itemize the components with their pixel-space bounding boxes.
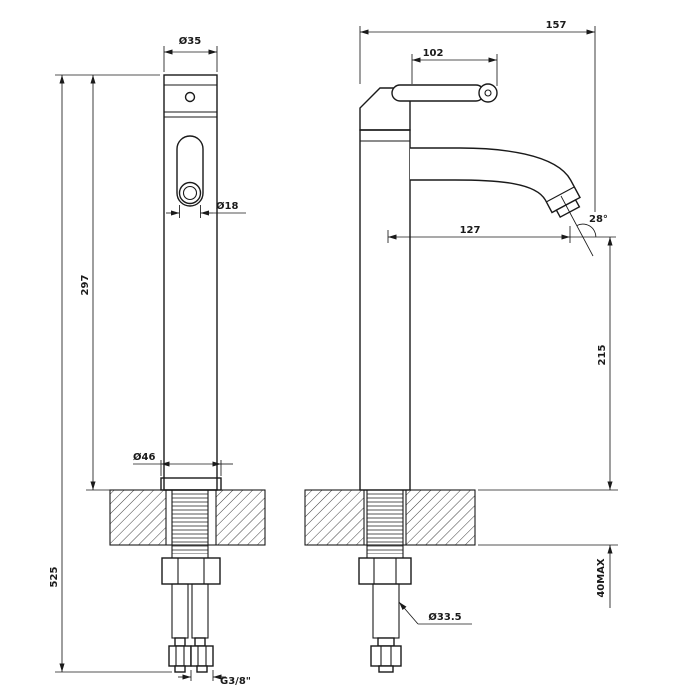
- lever-set-screw: [484, 89, 492, 97]
- dim-label-total-depth: 157: [546, 20, 567, 31]
- dim-label-height-above-deck: 297: [80, 275, 91, 296]
- dim-label-aerator-diameter: Ø18: [216, 200, 238, 212]
- spout-axis-line: [560, 195, 594, 257]
- dim-label-base-diameter: Ø46: [133, 451, 155, 463]
- handle-pin-front: [184, 91, 196, 103]
- hose-collar-right: [194, 637, 206, 647]
- aerator-outer-front: [178, 181, 202, 205]
- countertop-hatch-right: [216, 490, 265, 545]
- threaded-shank-side: [367, 492, 403, 554]
- countertop-hatch-right: [406, 490, 475, 545]
- lever-handle-side: [391, 84, 485, 102]
- dim-label-deck-thickness: 40MAX: [596, 558, 607, 598]
- dim-label-handle-length: 102: [423, 48, 444, 59]
- aerator-inner-front: [182, 185, 198, 201]
- leader-line: [398, 601, 419, 625]
- countertop-hatch-left: [305, 490, 364, 545]
- side-view: 157 102 127 28° 215 40MAX Ø33.5: [304, 20, 618, 673]
- hose-nut-left: [168, 645, 192, 667]
- hose-tail-side: [378, 665, 394, 673]
- angle-arc: [576, 223, 597, 238]
- hose-tail-right: [196, 665, 208, 673]
- dim-label-spout-angle: 28°: [589, 214, 608, 225]
- spout-side: [410, 147, 581, 214]
- spout-window-front: [176, 135, 204, 207]
- dim-label-shank-diameter: Ø33.5: [428, 611, 461, 623]
- front-view: Ø35 Ø18 297 525 Ø46 G3/8": [49, 35, 266, 687]
- hose-nut-side: [370, 645, 402, 667]
- lever-ball-end: [478, 83, 498, 103]
- locking-nut-front: [161, 557, 221, 585]
- dim-label-total-height: 525: [49, 567, 60, 588]
- countertop-hatch-left: [110, 490, 166, 545]
- hose-collar-left: [174, 637, 186, 647]
- hose-collar-side: [377, 637, 395, 647]
- dim-label-connection-thread: G3/8": [220, 676, 251, 687]
- hose-nut-right: [190, 645, 214, 667]
- threaded-shank-front: [172, 492, 208, 554]
- hose-tail-left: [174, 665, 186, 673]
- dim-label-cap-diameter: Ø35: [179, 35, 201, 47]
- dim-label-outlet-height: 215: [597, 345, 608, 366]
- dim-label-spout-reach: 127: [460, 225, 481, 236]
- aerator-band-line: [546, 186, 575, 203]
- locking-nut-side: [358, 557, 412, 585]
